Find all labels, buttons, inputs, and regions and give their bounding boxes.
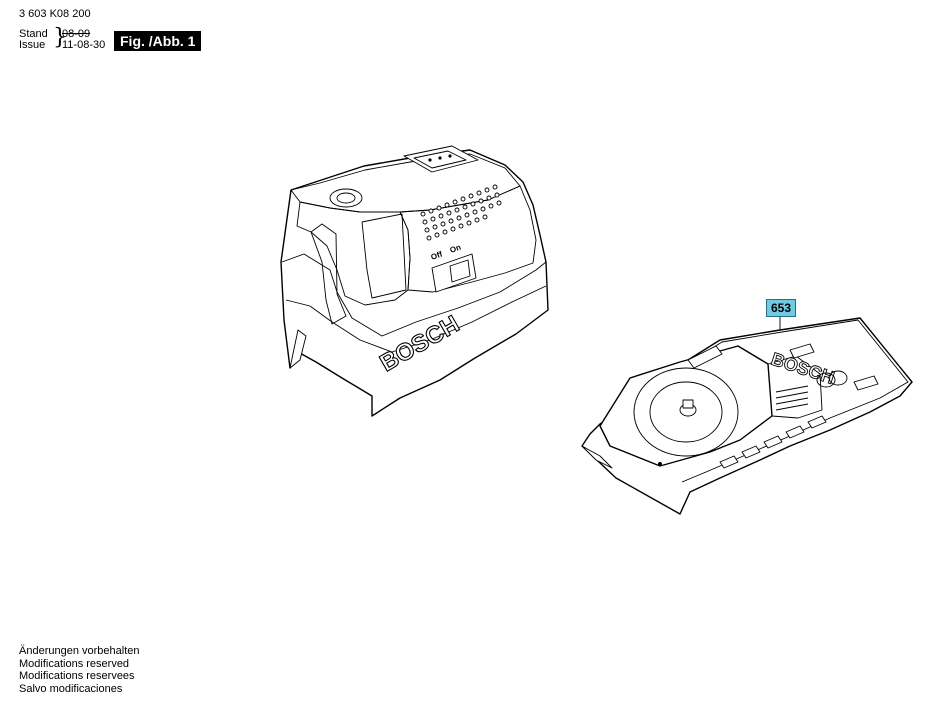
switch-mark-off: Off [430, 249, 444, 262]
switch-mark-on: On [449, 243, 463, 255]
laser-bumper-lip [285, 285, 547, 353]
laser-left-bumper [310, 223, 347, 325]
callout-653: 653 [766, 299, 796, 317]
revision-dates: 08-09 11-08-30 [62, 29, 105, 51]
base-plate-653: BOSCH [581, 316, 913, 515]
laser-level-body: Off On BOSCH [280, 145, 549, 417]
laser-base-line [297, 351, 373, 397]
base-right-slot-1 [789, 343, 815, 359]
issue-date: 11-08-30 [62, 39, 106, 51]
note-de: Änderungen vorbehalten [19, 645, 140, 657]
stand-date-struck: 08-09 [62, 28, 91, 40]
laser-lower-housing [281, 253, 547, 337]
stand-label: Stand [19, 28, 48, 40]
base-spindle-top [682, 399, 694, 409]
part-number: 3 603 K08 200 [19, 8, 91, 20]
note-es: Salvo modificaciones [19, 682, 123, 695]
laser-hull [280, 149, 549, 417]
figure-label: Fig. /Abb. 1 [114, 31, 202, 51]
note-fr: Modifications reservees [19, 670, 135, 682]
base-turntable-ring [649, 381, 723, 443]
base-logo-ring-1 [816, 372, 836, 388]
laser-vent-dots [420, 184, 502, 241]
brace-glyph: } [53, 25, 67, 50]
laser-window [361, 213, 407, 299]
laser-top-lens-inner [336, 192, 356, 204]
base-ribbing [775, 385, 809, 411]
laser-switch-knob [449, 259, 471, 283]
base-foot-left [581, 445, 613, 469]
base-right-slot-2 [853, 375, 879, 391]
base-clamp-rail [767, 355, 823, 419]
base-left-clip [687, 345, 723, 369]
footer-notes: Änderungen vorbehalten Modifications res… [19, 645, 139, 695]
note-en: Modifications reserved [19, 657, 130, 670]
revision-labels: Stand Issue [19, 29, 48, 51]
laser-front-panel [296, 201, 411, 306]
laser-side-panel [399, 185, 537, 293]
base-logo-ring-2 [828, 370, 848, 386]
base-front-slots [719, 415, 827, 469]
laser-left-foot [289, 329, 307, 369]
issue-label: Issue [19, 39, 46, 51]
